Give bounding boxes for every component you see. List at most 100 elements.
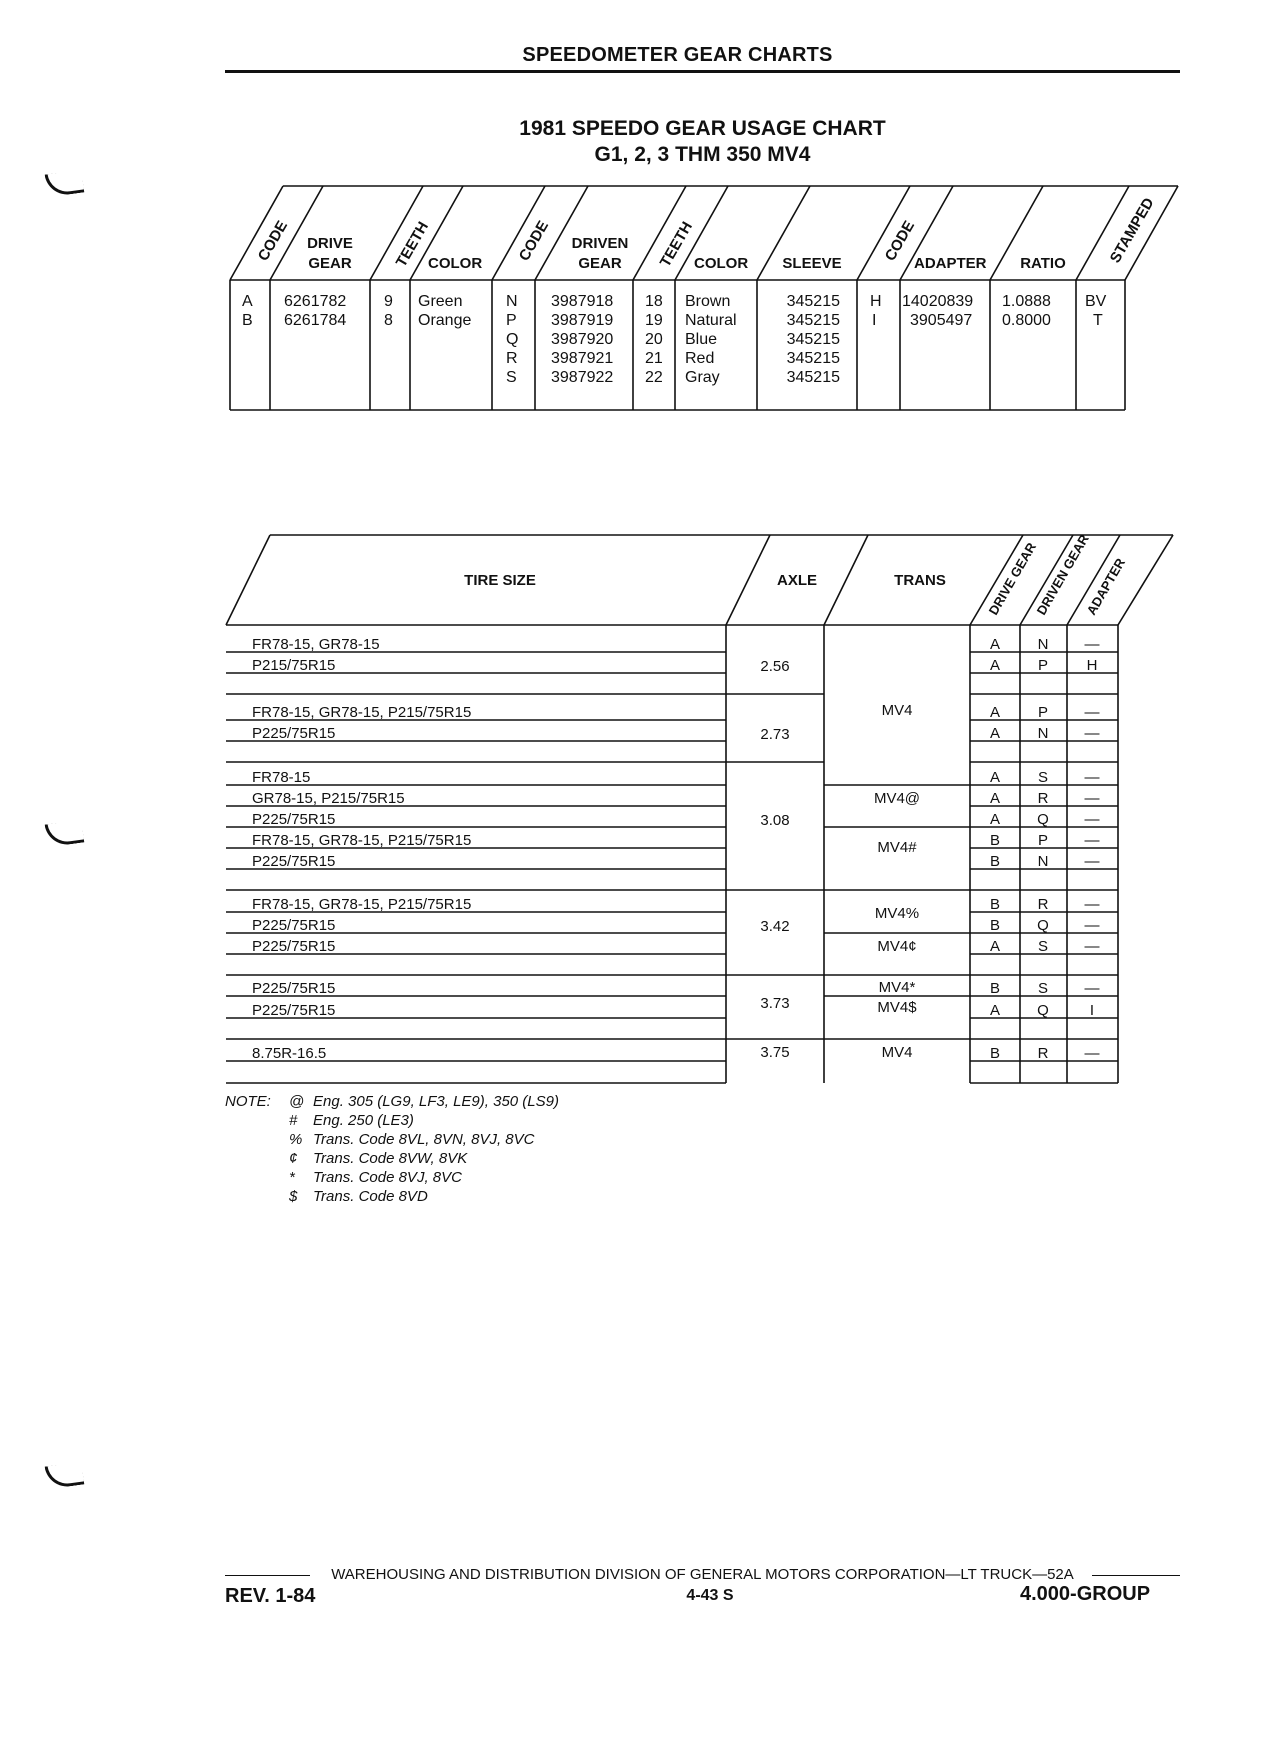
adapter-code: H	[870, 293, 882, 310]
adapter-stamped: BV	[1085, 293, 1107, 310]
driven-gear-cell: S	[1038, 769, 1048, 786]
trans-cell: MV4	[882, 1044, 913, 1061]
drive-gear-cell: A	[990, 938, 1000, 955]
drive-part: 6261784	[284, 312, 346, 329]
note-item: $Trans. Code 8VD	[225, 1187, 559, 1206]
tire-size-cell: P225/75R15	[252, 811, 335, 828]
footer-page-number: 4-43 S	[686, 1587, 734, 1604]
drive-gear-cell: B	[990, 853, 1000, 870]
tire-size-cell: P225/75R15	[252, 1002, 335, 1019]
chart2-grid	[225, 534, 1174, 1084]
adapter-part: 3905497	[910, 312, 972, 329]
driven-code: P	[506, 312, 517, 329]
driven-gear-cell: Q	[1037, 917, 1049, 934]
adapter-cell: —	[1085, 811, 1100, 828]
adapter-ratio: 0.8000	[1002, 312, 1051, 329]
drive-color: Green	[418, 293, 462, 310]
driven-teeth: 22	[645, 369, 663, 386]
adapter-cell: —	[1085, 725, 1100, 742]
adapter-cell: —	[1085, 980, 1100, 997]
chart1-header-color2: COLOR	[694, 255, 748, 272]
trans-cell: MV4¢	[877, 938, 916, 955]
chart1-header-driven-gear-1: DRIVEN	[572, 235, 629, 252]
tire-size-cell: P225/75R15	[252, 853, 335, 870]
adapter-cell: H	[1087, 657, 1098, 674]
axle-cell: 3.08	[760, 812, 789, 829]
tire-size-cell: P225/75R15	[252, 917, 335, 934]
chart1-driven-row: S 3987922 22 Gray 345215	[506, 369, 840, 386]
chart1-header-driven-gear-2: GEAR	[578, 255, 622, 272]
drive-gear-cell: A	[990, 811, 1000, 828]
drive-gear-cell: A	[990, 725, 1000, 742]
note-symbol: %	[289, 1131, 303, 1148]
adapter-cell: —	[1085, 1045, 1100, 1062]
axle-cell: 3.73	[760, 995, 789, 1012]
drive-gear-cell: A	[990, 790, 1000, 807]
driven-gear-cell: S	[1038, 938, 1048, 955]
chart1-driven-row: R 3987921 21 Red 345215	[506, 350, 840, 367]
driven-teeth: 19	[645, 312, 663, 329]
drive-color: Orange	[418, 312, 471, 329]
adapter-cell: —	[1085, 917, 1100, 934]
note-text: Eng. 250 (LE3)	[313, 1112, 414, 1129]
chart1-adapter-row: H 14020839 1.0888 BV	[870, 293, 1107, 310]
note-symbol: @	[289, 1093, 305, 1110]
adapter-stamped: T	[1093, 312, 1103, 329]
driven-gear-cell: R	[1038, 790, 1049, 807]
adapter-cell: —	[1085, 853, 1100, 870]
adapter-cell: —	[1085, 704, 1100, 721]
adapter-cell: —	[1085, 769, 1100, 786]
driven-code: Q	[506, 331, 518, 348]
chart2-header-trans: TRANS	[894, 572, 946, 589]
chart1-header-sleeve: SLEEVE	[782, 255, 841, 272]
driven-teeth: 18	[645, 293, 663, 310]
adapter-code: I	[872, 312, 876, 329]
trans-cell: MV4#	[877, 839, 917, 856]
note-item: %Trans. Code 8VL, 8VN, 8VJ, 8VC	[225, 1130, 559, 1149]
chart2-header-tire-size: TIRE SIZE	[464, 572, 536, 589]
trans-cell: MV4@	[874, 790, 920, 807]
note-text: Trans. Code 8VJ, 8VC	[313, 1169, 462, 1186]
note-text: Trans. Code 8VD	[313, 1188, 428, 1205]
chart1-driven-row: P 3987919 19 Natural 345215	[506, 312, 840, 329]
chart1-driven-row: Q 3987920 20 Blue 345215	[506, 331, 840, 348]
footer-rule-left	[225, 1575, 310, 1576]
tire-size-cell: FR78-15, GR78-15	[252, 636, 380, 653]
chart1-adapter-row: I 3905497 0.8000 T	[872, 312, 1103, 329]
note-item: NOTE: @ Eng. 305 (LG9, LF3, LE9), 350 (LS9…	[225, 1092, 559, 1111]
driven-gear-cell: P	[1038, 657, 1048, 674]
chart1-driven-row: N 3987918 18 Brown 345215	[506, 293, 840, 310]
driven-color: Red	[685, 350, 714, 367]
note-text: Trans. Code 8VW, 8VK	[313, 1150, 468, 1167]
trans-cell: MV4	[882, 702, 913, 719]
chart1-header-teeth1: TEETH	[393, 219, 432, 270]
page-header-title: SPEEDOMETER GEAR CHARTS	[522, 44, 833, 66]
axle-cell: 3.75	[760, 1044, 789, 1061]
driven-teeth: 20	[645, 331, 663, 348]
drive-teeth: 8	[384, 312, 393, 329]
adapter-cell: —	[1085, 790, 1100, 807]
tire-size-cell: 8.75R-16.5	[252, 1045, 326, 1062]
chart1-drive-row: A 6261782 9 Green	[242, 293, 462, 310]
drive-teeth: 9	[384, 293, 393, 310]
driven-gear-cell: P	[1038, 704, 1048, 721]
chart1-title-block: 1981 SPEEDO GEAR USAGE CHART G1, 2, 3 TH…	[225, 116, 1180, 168]
note-item: *Trans. Code 8VJ, 8VC	[225, 1168, 559, 1187]
driven-part: 3987920	[551, 331, 613, 348]
drive-part: 6261782	[284, 293, 346, 310]
driven-code: N	[506, 293, 518, 310]
driven-color: Brown	[685, 293, 730, 310]
driven-part: 3987922	[551, 369, 613, 386]
drive-gear-cell: A	[990, 769, 1000, 786]
driven-code: S	[506, 369, 517, 386]
note-text: Eng. 305 (LG9, LF3, LE9), 350 (LS9)	[313, 1093, 559, 1110]
driven-code: R	[506, 350, 518, 367]
adapter-part: 14020839	[902, 293, 973, 310]
tire-size-cell: FR78-15, GR78-15, P215/75R15	[252, 832, 471, 849]
trans-cell: MV4%	[875, 905, 919, 922]
driven-gear-cell: S	[1038, 980, 1048, 997]
note-item: ¢Trans. Code 8VW, 8VK	[225, 1149, 559, 1168]
note-label: NOTE:	[225, 1093, 271, 1110]
axle-cell: 2.73	[760, 726, 789, 743]
